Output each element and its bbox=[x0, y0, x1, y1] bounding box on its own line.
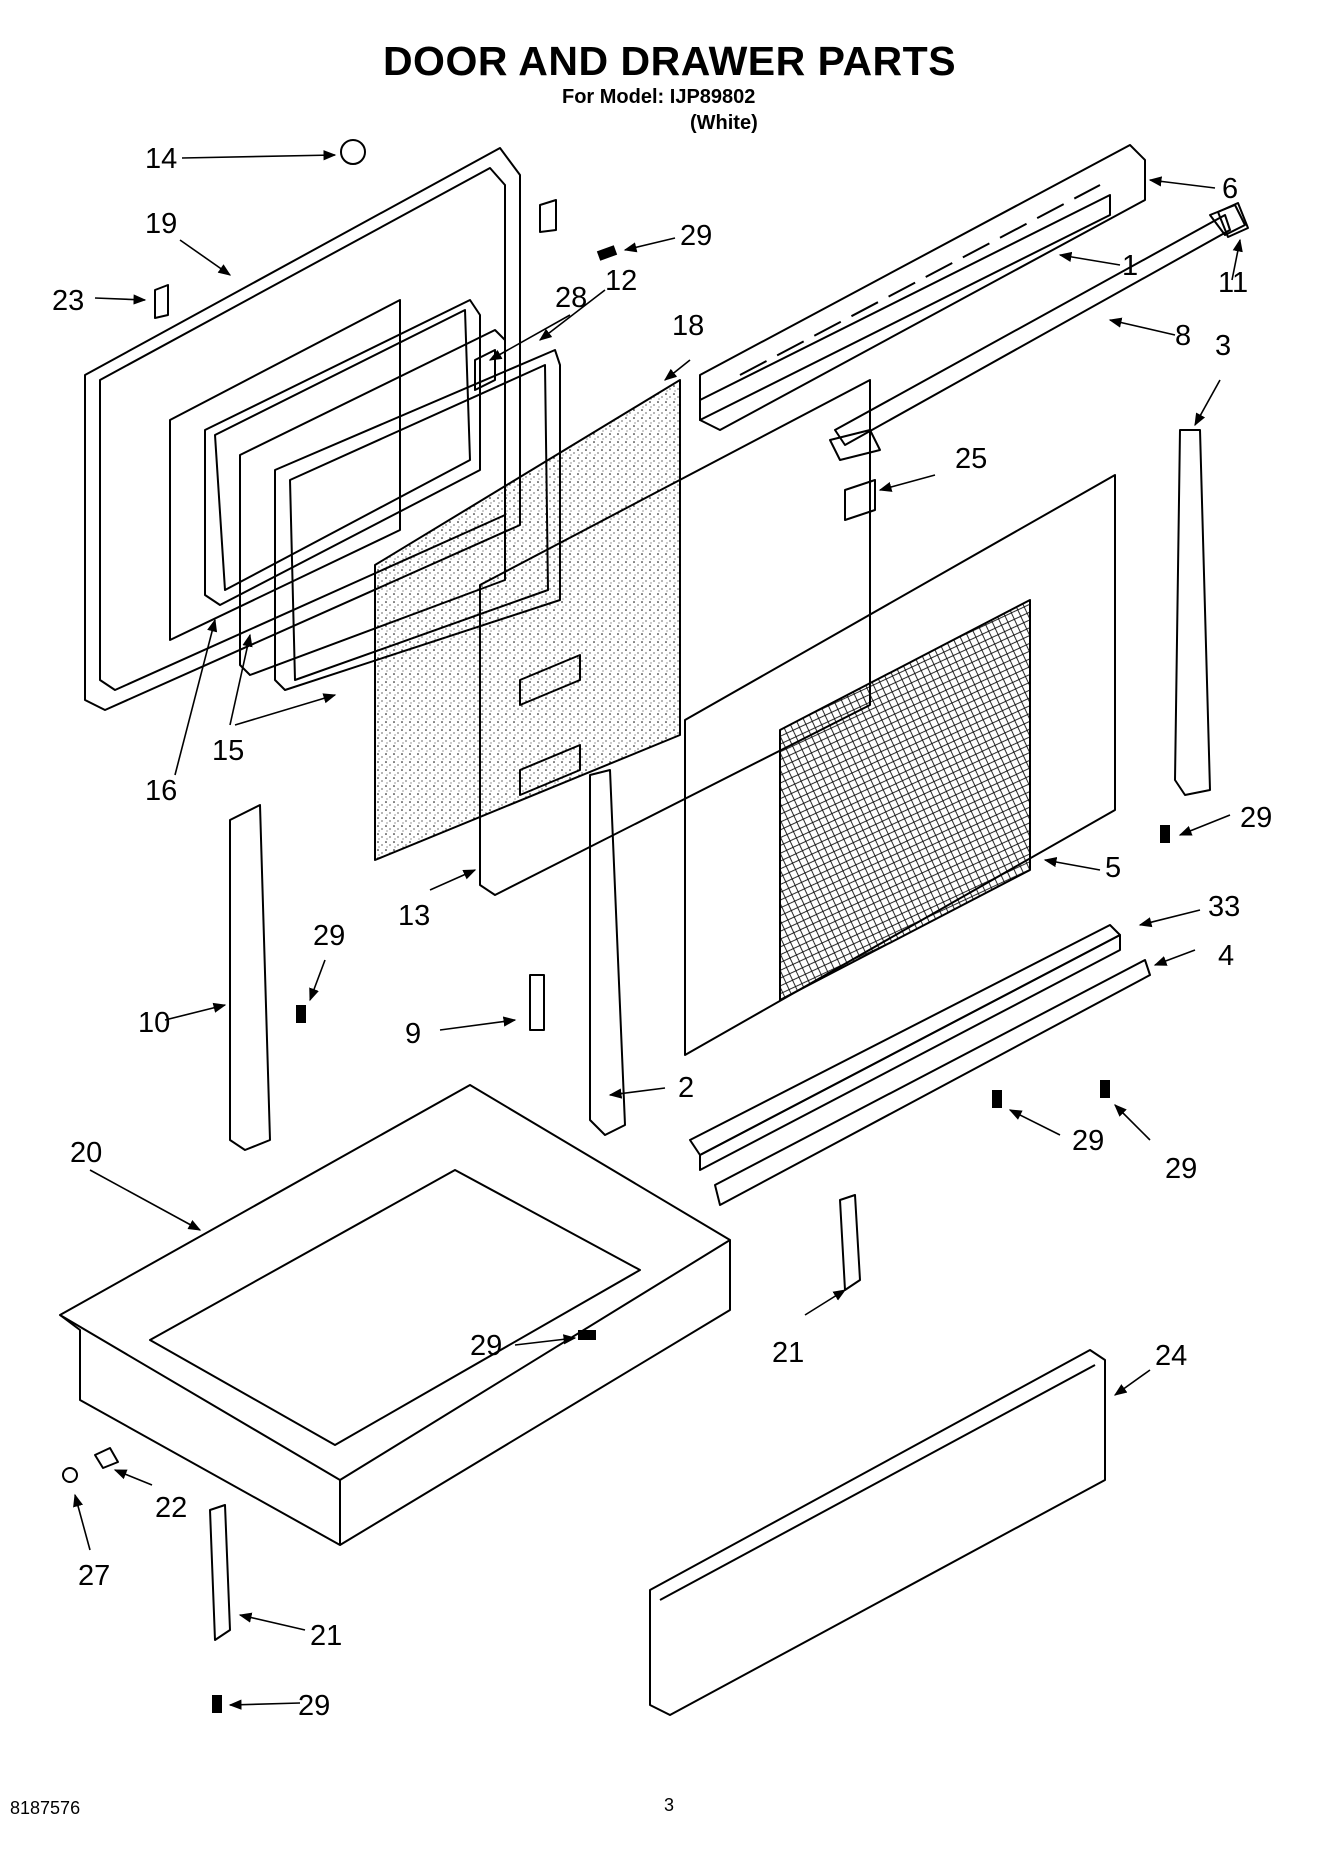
callout-15: 15 bbox=[212, 735, 244, 767]
callout-5: 5 bbox=[1105, 852, 1121, 884]
callout-21-right: 21 bbox=[772, 1337, 804, 1369]
page-title: DOOR AND DRAWER PARTS bbox=[382, 38, 957, 84]
callout-22: 22 bbox=[155, 1492, 187, 1524]
model-line: For Model: IJP89802 bbox=[562, 86, 756, 108]
callout-8: 8 bbox=[1175, 320, 1191, 352]
callout-6: 6 bbox=[1222, 173, 1238, 205]
part-21-drawer-slide-right bbox=[839, 1194, 861, 1291]
part-2-side-channel bbox=[589, 769, 626, 1136]
doc-number: 8187576 bbox=[10, 1798, 81, 1818]
part-33-bottom-trim bbox=[689, 924, 1121, 1171]
callout-33: 33 bbox=[1208, 891, 1240, 923]
callout-labels: 14 19 23 29 28 12 18 6 1 11 8 3 25 16 15… bbox=[52, 143, 1272, 1722]
part-10-drawer-bracket bbox=[229, 804, 271, 1151]
callout-11: 11 bbox=[1218, 267, 1248, 299]
part-18-insulation bbox=[374, 379, 681, 861]
part-13-inner-door-panel bbox=[479, 379, 871, 896]
callout-14: 14 bbox=[145, 143, 177, 175]
callout-29-drawer: 29 bbox=[470, 1330, 502, 1362]
callout-23: 23 bbox=[52, 285, 84, 317]
screws-29 bbox=[212, 245, 1170, 1713]
callout-29-top: 29 bbox=[680, 220, 712, 252]
part-6-vent-trim bbox=[699, 144, 1146, 431]
callout-29-mid: 29 bbox=[1072, 1125, 1104, 1157]
part-14-knob bbox=[340, 139, 366, 165]
callout-27: 27 bbox=[78, 1560, 110, 1592]
part-28-clip bbox=[539, 199, 557, 233]
callout-10: 10 bbox=[138, 1007, 170, 1039]
callout-29-right: 29 bbox=[1240, 802, 1272, 834]
part-12-glass-support bbox=[474, 349, 496, 391]
part-4-bottom-vent bbox=[714, 959, 1151, 1206]
part-27-washer bbox=[62, 1467, 78, 1483]
callout-20: 20 bbox=[70, 1137, 102, 1169]
callout-28: 28 bbox=[555, 282, 587, 314]
callout-13: 13 bbox=[398, 900, 430, 932]
color-line: (White) bbox=[690, 112, 758, 134]
callout-29-bottom: 29 bbox=[298, 1690, 330, 1722]
callout-leaders bbox=[73, 150, 1243, 1710]
part-22-stop bbox=[94, 1447, 119, 1469]
part-9-spacer bbox=[529, 974, 545, 1031]
callout-4: 4 bbox=[1218, 940, 1234, 972]
page-number: 3 bbox=[664, 1795, 675, 1815]
part-11-end-cap bbox=[1217, 202, 1249, 238]
part-25-bracket bbox=[844, 479, 876, 521]
callout-16: 16 bbox=[145, 775, 177, 807]
callout-1: 1 bbox=[1122, 250, 1138, 282]
part-21-drawer-slide-left bbox=[209, 1504, 231, 1641]
part-16-door-gasket bbox=[204, 299, 481, 606]
callout-12: 12 bbox=[605, 265, 637, 297]
callout-21-left: 21 bbox=[310, 1620, 342, 1652]
callout-19: 19 bbox=[145, 208, 177, 240]
part-5-outer-door-glass bbox=[684, 474, 1116, 1056]
part-24-drawer-front bbox=[649, 1349, 1106, 1716]
part-20-drawer bbox=[59, 1084, 731, 1546]
callout-2: 2 bbox=[678, 1072, 694, 1104]
callout-9: 9 bbox=[405, 1018, 421, 1050]
callout-25: 25 bbox=[955, 443, 987, 475]
callout-3: 3 bbox=[1215, 330, 1231, 362]
part-23-clip bbox=[154, 284, 169, 319]
callout-24: 24 bbox=[1155, 1340, 1187, 1372]
callout-29-far: 29 bbox=[1165, 1153, 1197, 1185]
part-3-side-channel bbox=[1174, 429, 1211, 796]
callout-29-left: 29 bbox=[313, 920, 345, 952]
callout-18: 18 bbox=[672, 310, 704, 342]
part-1-door-trim bbox=[699, 194, 1111, 421]
